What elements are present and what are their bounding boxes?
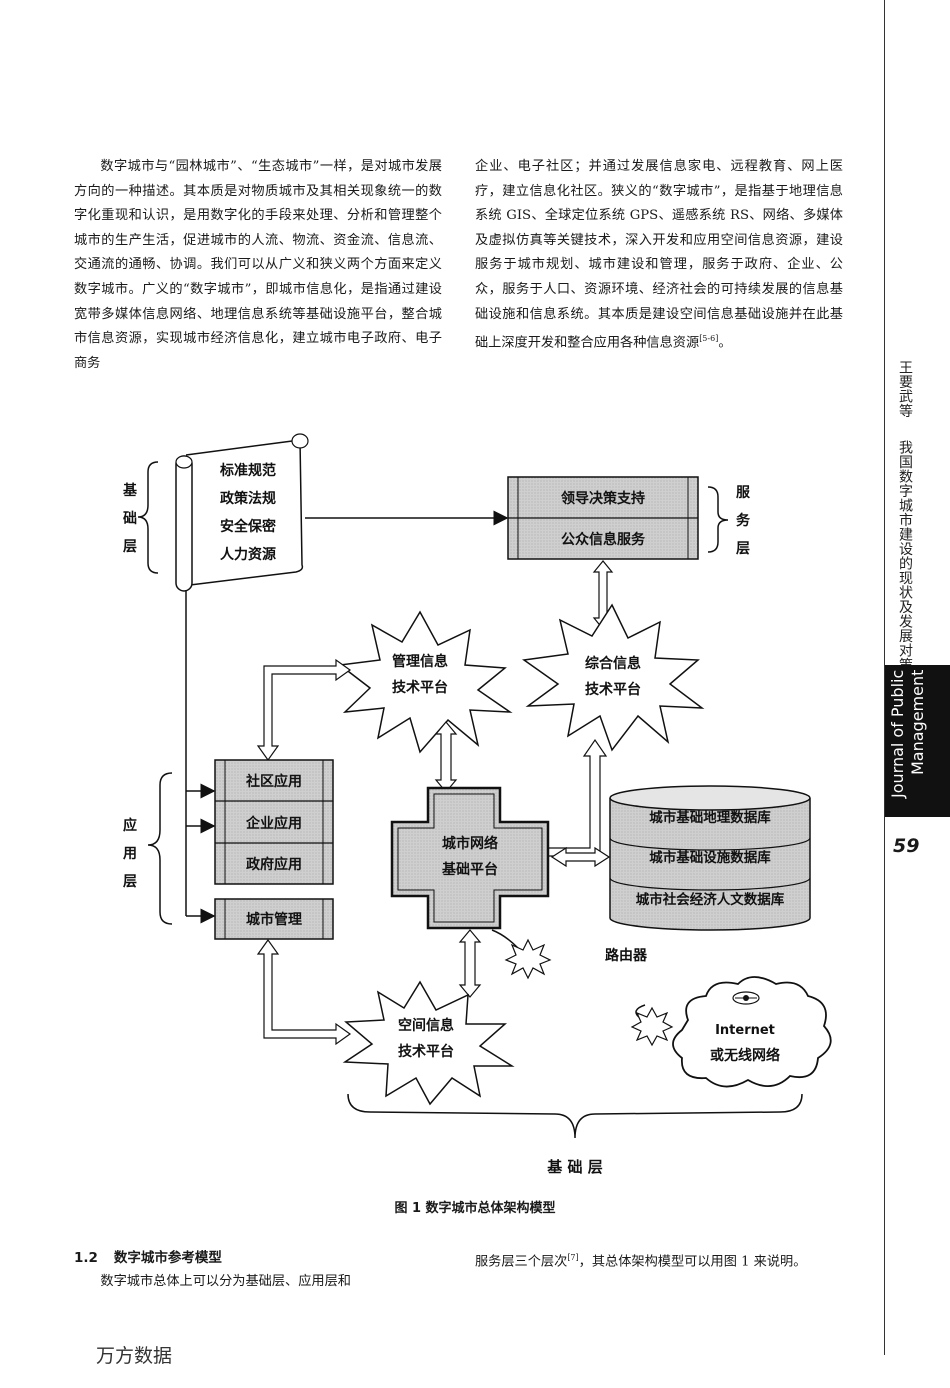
base-layer-side-2: 础 — [123, 510, 137, 527]
double-arrow-citymgmt-spatial — [256, 938, 352, 1046]
city-mgmt-box — [214, 898, 334, 940]
scroll-item-policy: 政策法规 — [220, 490, 276, 507]
service-item-decision: 领导决策支持 — [561, 490, 645, 507]
section-heading: 1.2 数字城市参考模型 — [74, 1246, 222, 1266]
page-number: 59 — [893, 835, 920, 857]
network-platform-cross — [390, 786, 550, 930]
figure-caption: 图 1 数字城市总体架构模型 — [394, 1201, 556, 1216]
scroll-shape — [175, 433, 309, 592]
body-paragraph-right-end: 。 — [718, 335, 732, 351]
mgmt-platform-burst — [338, 610, 513, 754]
section-text-right-b: ，其总体架构模型可以用图 1 来说明。 — [578, 1254, 807, 1270]
satellite-icon — [732, 991, 760, 1005]
sidebar-rule — [884, 0, 885, 1355]
internet-spark-icon — [630, 1006, 674, 1047]
app-item-government: 政府应用 — [246, 856, 302, 873]
app-layer-side-2: 用 — [123, 846, 137, 862]
body-paragraph-right: 企业、电子社区；并通过发展信息家电、远程教育、网上医疗，建立信息化社区。狭义的“… — [475, 155, 843, 356]
scroll-item-hr: 人力资源 — [220, 546, 276, 563]
service-item-public: 公众信息服务 — [561, 531, 646, 548]
app-layer-side-3: 层 — [123, 874, 137, 890]
spatial-platform-burst — [342, 980, 515, 1106]
journal-band — [885, 665, 950, 817]
spatial-platform-line1: 空间信息 — [398, 1017, 454, 1034]
bottom-base-brace — [347, 1093, 803, 1139]
base-layer-brace — [137, 461, 159, 574]
citation-7: [7] — [567, 1253, 579, 1262]
database-infra: 城市基础设施数据库 — [649, 849, 771, 866]
integrated-platform-line1: 综合信息 — [585, 655, 641, 672]
router-spark-icon — [504, 938, 552, 980]
app-layer-brace — [147, 772, 173, 925]
citation-5-6: [5-6] — [699, 334, 719, 344]
base-layer-side-3: 层 — [123, 539, 137, 555]
service-layer-side-1: 服 — [736, 485, 751, 501]
section-text-left: 数字城市总体上可以分为基础层、应用层和 — [100, 1274, 351, 1289]
double-arrow-mgmt-app — [256, 658, 352, 762]
spatial-platform-line2: 技术平台 — [398, 1043, 454, 1060]
body-paragraph-right-text: 企业、电子社区；并通过发展信息家电、远程教育、网上医疗，建立信息化社区。狭义的“… — [475, 159, 843, 351]
network-platform-line1: 城市网络 — [442, 835, 498, 852]
service-layer-brace — [707, 486, 729, 553]
internet-label: Internet — [715, 1023, 775, 1038]
mgmt-platform-line2: 技术平台 — [392, 679, 448, 696]
base-layer-side-1: 基 — [123, 482, 138, 499]
service-layer-side-3: 层 — [736, 541, 750, 557]
section-text-right: 服务层三个层次[7]，其总体架构模型可以用图 1 来说明。 — [475, 1246, 845, 1274]
double-arrow-mgmt-network — [434, 721, 458, 793]
section-title: 数字城市参考模型 — [113, 1250, 222, 1266]
app-item-community: 社区应用 — [245, 773, 302, 790]
app-item-enterprise: 企业应用 — [245, 815, 302, 832]
router-label: 路由器 — [605, 947, 648, 964]
app-layer-side-1: 应 — [123, 817, 137, 834]
integrated-platform-line2: 技术平台 — [585, 681, 641, 698]
database-cylinder — [609, 785, 811, 931]
internet-cloud — [672, 976, 832, 1088]
scroll-item-security: 安全保密 — [220, 518, 276, 535]
arrow-network-integrated — [545, 738, 608, 857]
section-number: 1.2 — [74, 1250, 98, 1266]
double-arrow-network-spatial — [458, 929, 482, 998]
city-mgmt-label: 城市管理 — [246, 911, 302, 928]
watermark: 万方数据 — [96, 1345, 173, 1367]
database-socioeconomic: 城市社会经济人文数据库 — [636, 891, 785, 908]
sidebar-author: 王要武等 — [897, 360, 913, 418]
router-cable — [491, 929, 519, 949]
database-geo: 城市基础地理数据库 — [649, 809, 771, 826]
network-platform-line2: 基础平台 — [442, 861, 498, 878]
body-column-right: 企业、电子社区；并通过发展信息家电、远程教育、网上医疗，建立信息化社区。狭义的“… — [475, 155, 843, 356]
scroll-item-standards: 标准规范 — [219, 462, 276, 479]
app-layer-box — [214, 759, 334, 885]
section-text-right-a: 服务层三个层次 — [475, 1254, 568, 1270]
sidebar-article-title: 我国数字城市建设的现状及发展对策 — [897, 440, 913, 672]
body-column-left: 数字城市与“园林城市”、“生态城市”一样，是对城市发展方向的一种描述。其本质是对… — [74, 155, 442, 376]
service-layer-side-2: 务 — [736, 512, 751, 529]
architecture-diagram: 基 础 层 标准规范 政策法规 安全保密 人力资源 领导决策支持 公众信息服务 … — [123, 433, 832, 1176]
integrated-platform-burst — [522, 603, 705, 752]
mgmt-platform-line1: 管理信息 — [392, 653, 448, 670]
body-paragraph-left: 数字城市与“园林城市”、“生态城市”一样，是对城市发展方向的一种描述。其本质是对… — [74, 159, 442, 371]
double-arrow-network-database — [550, 846, 611, 868]
base-layer-bottom-label: 基 础 层 — [546, 1158, 602, 1176]
wireless-label: 或无线网络 — [710, 1047, 780, 1064]
